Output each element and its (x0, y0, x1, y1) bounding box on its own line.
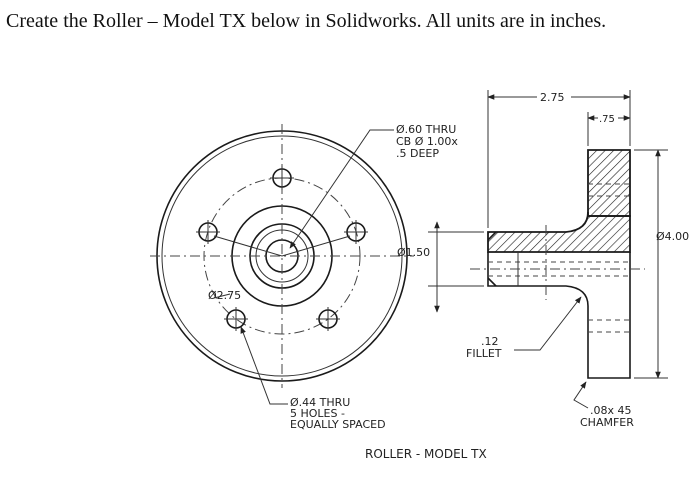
chamfer-callout-line1: .08x 45 (590, 404, 632, 417)
bolt-holes-callout-line3: EQUALLY SPACED (290, 418, 386, 431)
center-hole-callout-line2: CB Ø 1.00x (396, 135, 458, 148)
center-hole-callout-line3: .5 DEEP (396, 147, 439, 160)
chamfer-callout: .08x 45 CHAMFER (573, 381, 634, 429)
bolt-holes-callout-line1: Ø.44 THRU (290, 396, 350, 409)
chamfer-edge (487, 277, 497, 287)
flange-thickness-label: .75 (599, 114, 615, 125)
center-hole-callout: Ø.60 THRU CB Ø 1.00x .5 DEEP (289, 123, 458, 249)
fillet-leader (514, 296, 582, 351)
bolt-hole (224, 307, 248, 331)
bolt-holes-leader (240, 326, 288, 405)
bolt-hole (196, 220, 220, 244)
hub-section-upper (487, 211, 631, 253)
hub-diameter-label: Ø1.50 (397, 246, 430, 259)
fillet-callout: .12 FILLET (466, 296, 582, 360)
front-view (150, 124, 414, 388)
hub-diameter-dimension: Ø1.50 (397, 221, 484, 313)
chamfer-callout-line2: CHAMFER (580, 416, 634, 429)
chamfer-leader (573, 381, 589, 409)
leader-line (281, 235, 351, 257)
overall-length-dimension: 2.75 (487, 89, 631, 228)
drawing-title: ROLLER - MODEL TX (365, 447, 487, 461)
flange-diameter-label: Ø4.00 (656, 230, 689, 243)
side-section-view (470, 149, 645, 379)
instruction-text: Create the Roller – Model TX below in So… (6, 10, 607, 32)
overall-length-label: 2.75 (540, 91, 565, 104)
bolt-circle-callout: Ø2.75 (208, 289, 241, 302)
fillet-callout-line1: .12 (481, 335, 499, 348)
flange-outer-circle-inner-edge (161, 135, 403, 377)
flange-section-upper (587, 149, 631, 217)
flange-thickness-dimension: .75 (587, 111, 631, 146)
bolt-holes-callout-line2: 5 HOLES - (290, 407, 345, 420)
bolt-hole (316, 307, 340, 331)
body-lower-outline (487, 252, 631, 379)
bolt-holes-callout: Ø.44 THRU 5 HOLES - EQUALLY SPACED (240, 326, 386, 431)
chamfer-edge (487, 231, 497, 241)
leader-line (213, 235, 283, 257)
bolt-hole (270, 166, 294, 190)
bolt-circle-leader (213, 293, 231, 299)
flange-diameter-dimension: Ø4.00 (634, 149, 689, 379)
center-hole-callout-line1: Ø.60 THRU (396, 123, 456, 136)
fillet-callout-line2: FILLET (466, 347, 502, 360)
bolt-hole (344, 220, 368, 244)
center-hole-leader (289, 129, 394, 249)
